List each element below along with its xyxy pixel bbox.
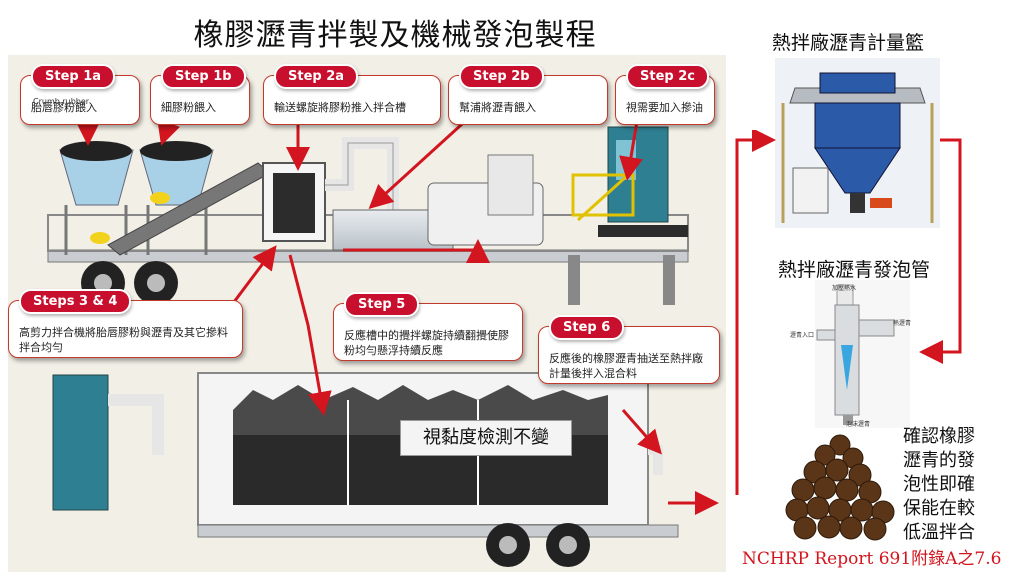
step-badge: Steps 3 & 4 (19, 289, 132, 314)
page-title: 橡膠瀝青拌製及機械發泡製程 (193, 18, 597, 53)
conclusion-text: 確認橡膠 瀝青的發 泡性即確 保能在較 低溫拌合 (903, 425, 1023, 545)
step-2b-callout: Step 2b 幫浦將瀝青餵入 (448, 64, 608, 125)
step-2c-callout: Step 2c 視需要加入摻油 (615, 64, 715, 125)
step-badge: Step 2a (274, 64, 359, 89)
step-text: 胎唇膠粉餵入 (31, 101, 97, 114)
conclusion-line: 泡性即確 (903, 474, 975, 495)
step-1b-callout: Step 1b 細膠粉餵入 (150, 64, 250, 125)
step-2a-callout: Step 2a 輸送螺旋將膠粉推入拌合槽 (263, 64, 441, 125)
step-text: 反應槽中的攪拌螺旋持續翻攪使膠粉均勻懸浮持續反應 (344, 329, 509, 357)
foaming-pipe-image (815, 280, 910, 428)
step-badge: Step 1a (31, 64, 116, 89)
step-6-callout: Step 6 反應後的橡膠瀝青抽送至熱拌廠計量後拌入混合料 (538, 315, 720, 384)
step-text: 高剪力拌合機將胎唇膠粉與瀝青及其它摻料拌合均勻 (19, 326, 228, 354)
conclusion-line: 低溫拌合 (903, 522, 975, 543)
step-1a-callout: Step 1a Crumb rubber 胎唇膠粉餵入 (20, 64, 140, 125)
pipe-tag-hot-asphalt: 熱瀝青 (893, 320, 912, 327)
step-badge: Step 5 (344, 292, 420, 317)
step-5-callout: Step 5 反應槽中的攪拌螺旋持續翻攪使膠粉均勻懸浮持續反應 (333, 292, 523, 361)
conclusion-line: 確認橡膠 (903, 426, 975, 447)
pipe-tag-foamed-asphalt: 泡沫瀝青 (846, 421, 871, 428)
step-text: 視需要加入摻油 (626, 101, 703, 114)
crumb-rubber-ghost-label: Crumb rubber (33, 97, 90, 106)
viscosity-check-box: 視黏度檢測不變 (400, 420, 572, 456)
step-text: 細膠粉餵入 (161, 101, 216, 114)
step-text: 幫浦將瀝青餵入 (459, 101, 536, 114)
conclusion-line: 保能在較 (903, 498, 975, 519)
step-text: 反應後的橡膠瀝青抽送至熱拌廠計量後拌入混合料 (549, 352, 703, 380)
plant-diagram: Step 1a Crumb rubber 胎唇膠粉餵入 Step 1b 細膠粉餵… (8, 55, 726, 572)
conclusion-line: 瀝青的發 (903, 450, 975, 471)
reaction-tank-trailer (52, 372, 679, 567)
step-text: 輸送螺旋將膠粉推入拌合槽 (274, 101, 406, 114)
right-flow-arrows (735, 130, 962, 495)
step-badge: Step 2b (459, 64, 544, 89)
citation: NCHRP Report 691附錄A之7.6 (742, 549, 1002, 569)
step-badge: Step 6 (549, 315, 625, 340)
step-badge: Step 2c (626, 64, 709, 89)
foaming-pipe-label: 熱拌廠瀝青發泡管 (778, 259, 931, 281)
weigh-bin-image (775, 58, 940, 228)
pipe-tag-hot-water: 加壓熱水 (832, 285, 857, 292)
step-badge: Step 1b (161, 64, 246, 89)
upper-trailer (47, 126, 689, 305)
rubber-asphalt-pellets-image (785, 434, 895, 541)
pipe-tag-asphalt-inlet: 瀝青入口 (790, 332, 815, 339)
step-3-4-callout: Steps 3 & 4 高剪力拌合機將胎唇膠粉與瀝青及其它摻料拌合均勻 (8, 289, 243, 358)
weigh-bin-label: 熱拌廠瀝青計量籃 (772, 32, 925, 54)
